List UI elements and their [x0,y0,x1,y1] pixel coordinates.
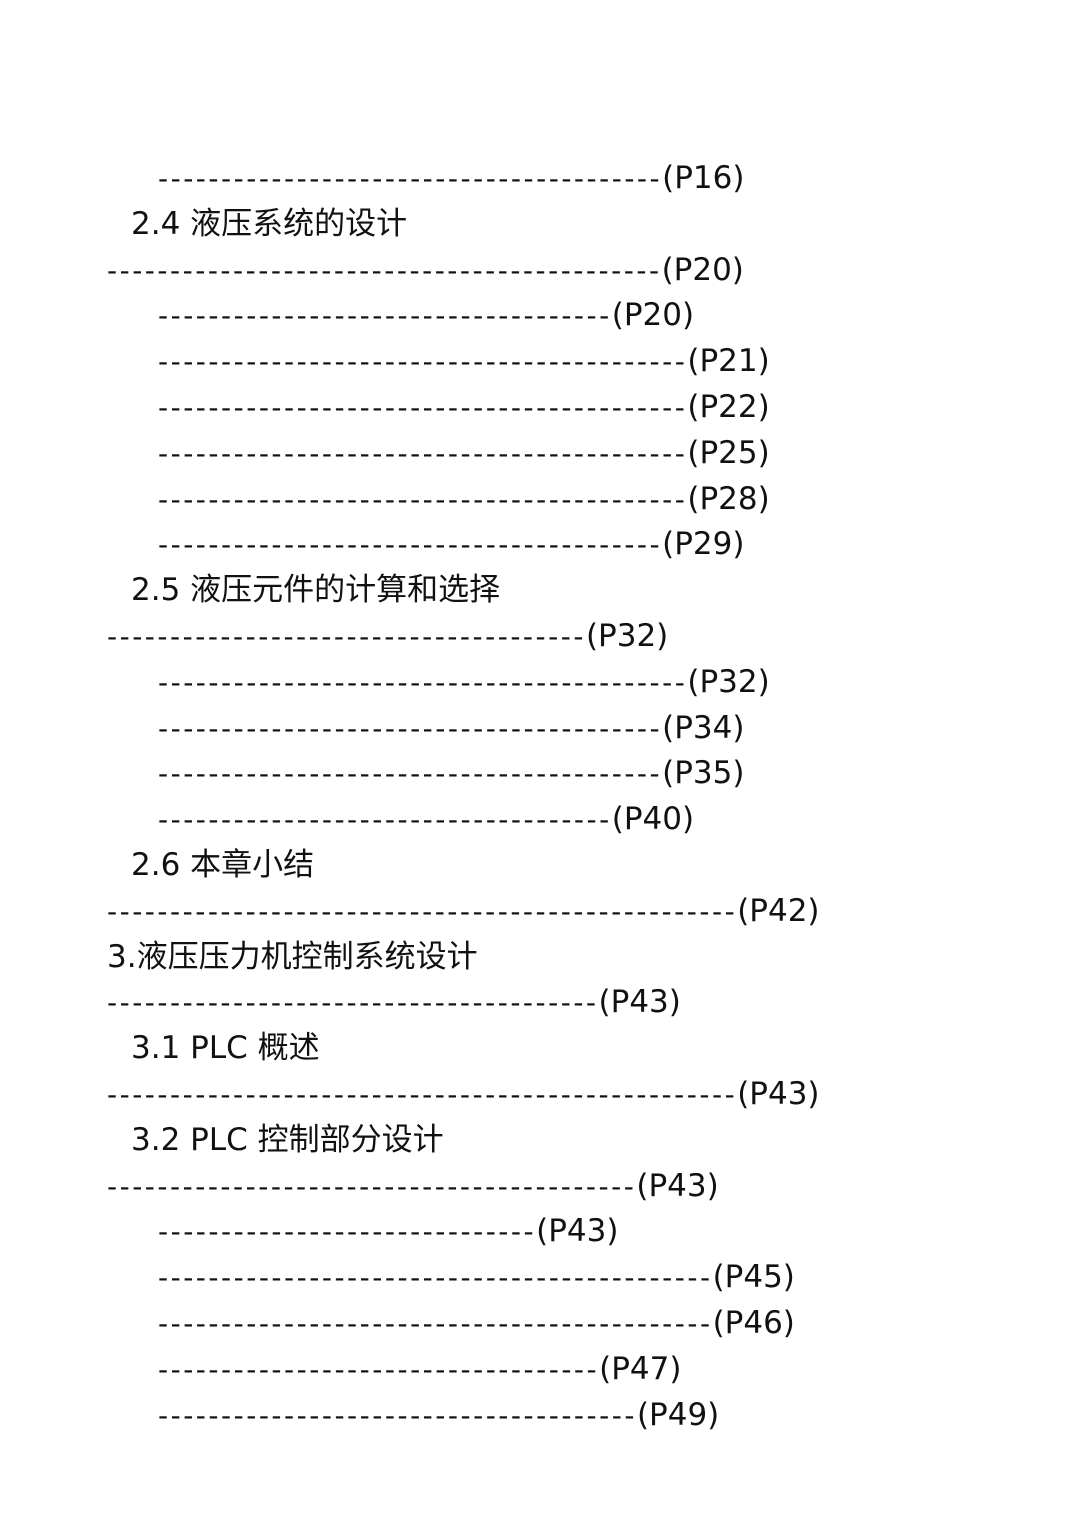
page-number: (P22) [687,388,770,425]
toc-leader-line: ----------------------------------------… [0,1301,1087,1347]
dot-leader: ----------------------------------------… [158,1306,713,1340]
toc-leader-line: ----------------------------------------… [0,522,1087,568]
toc-leader-line: ----------------------------------------… [0,156,1087,202]
toc-heading: 2.4 液压系统的设计 [0,202,1087,248]
toc-leader-line: ----------------------------------------… [0,1255,1087,1301]
dot-leader: ----------------------------------------… [158,390,688,424]
dot-leader: ----------------------------------------… [107,1077,738,1111]
page-number: (P43) [598,984,681,1021]
table-of-contents: ----------------------------------------… [0,156,1087,1438]
page-number: (P16) [662,160,745,196]
page-number: (P45) [712,1259,795,1296]
toc-leader-line: ----------------------------------------… [0,889,1087,935]
toc-heading: 3.液压压力机控制系统设计 [0,935,1087,981]
page-number: (P43) [737,1075,820,1112]
dot-leader: ------------------------------ [158,1215,537,1249]
toc-leader-line: ----------------------------------------… [0,339,1087,385]
page-number: (P49) [636,1396,720,1433]
dot-leader: ---------------------------------------- [158,528,663,562]
page-number: (P43) [536,1213,619,1250]
page-number: (P43) [636,1167,719,1204]
toc-leader-line: -----------------------------------(P47) [0,1347,1087,1393]
dot-leader: ----------------------------------- [158,1352,600,1386]
toc-leader-line: --------------------------------------(P… [0,1393,1087,1439]
page-number: (P35) [662,755,745,792]
dot-leader: ------------------------------------ [158,299,612,333]
dot-leader: -------------------------------------- [107,619,586,653]
toc-heading: 2.5 液压元件的计算和选择 [0,568,1087,614]
dot-leader: ----------------------------------------… [158,665,688,699]
toc-leader-line: --------------------------------------(P… [0,614,1087,660]
dot-leader: ----------------------------------------… [107,1169,637,1203]
page-number: (P20) [661,251,744,288]
toc-heading-text: 2.5 液压元件的计算和选择 [131,572,501,609]
toc-heading: 2.6 本章小结 [0,843,1087,889]
page-number: (P29) [662,526,745,563]
toc-leader-line: ------------------------------------(P40… [0,797,1087,843]
page-number: (P32) [687,663,770,700]
dot-leader: ----------------------------------------… [158,345,688,379]
dot-leader: ----------------------------------------… [107,253,662,287]
toc-leader-line: ----------------------------------------… [0,477,1087,523]
dot-leader: ----------------------------------------… [158,482,688,516]
page-number: (P21) [687,343,770,380]
page-number: (P34) [662,709,745,746]
page-number: (P20) [611,297,695,334]
page-number: (P47) [599,1350,682,1387]
toc-heading: 3.1 PLC 概述 [0,1026,1087,1072]
page-number: (P42) [737,892,820,929]
toc-heading-text: 2.6 本章小结 [131,846,315,883]
dot-leader: --------------------------------------- [107,986,599,1020]
toc-leader-line: ----------------------------------------… [0,751,1087,797]
toc-leader-line: ------------------------------------(P20… [0,293,1087,339]
toc-leader-line: ------------------------------(P43) [0,1209,1087,1255]
toc-leader-line: ----------------------------------------… [0,385,1087,431]
page-number: (P46) [712,1304,795,1341]
dot-leader: ---------------------------------------- [158,757,663,791]
page-number: (P32) [585,617,669,654]
toc-leader-line: ----------------------------------------… [0,248,1087,294]
page-number: (P28) [687,480,770,517]
toc-leader-line: ---------------------------------------(… [0,980,1087,1026]
page-number: (P40) [611,801,695,838]
dot-leader: ----------------------------------------… [158,436,688,470]
dot-leader: ----------------------------------------… [158,1261,713,1295]
toc-leader-line: ----------------------------------------… [0,431,1087,477]
toc-heading: 3.2 PLC 控制部分设计 [0,1118,1087,1164]
toc-leader-line: ----------------------------------------… [0,706,1087,752]
toc-heading-text: 3.2 PLC 控制部分设计 [131,1121,444,1158]
dot-leader: -------------------------------------- [158,1398,637,1432]
toc-heading-text: 3.液压压力机控制系统设计 [107,938,478,975]
toc-leader-line: ----------------------------------------… [0,1164,1087,1210]
page-number: (P25) [687,434,770,471]
dot-leader: ------------------------------------ [158,803,612,837]
dot-leader: ---------------------------------------- [158,162,663,195]
toc-heading-text: 2.4 液压系统的设计 [131,205,408,242]
toc-heading-text: 3.1 PLC 概述 [131,1030,320,1067]
dot-leader: ----------------------------------------… [107,894,738,928]
toc-leader-line: ----------------------------------------… [0,660,1087,706]
dot-leader: ---------------------------------------- [158,711,663,745]
toc-leader-line: ----------------------------------------… [0,1072,1087,1118]
